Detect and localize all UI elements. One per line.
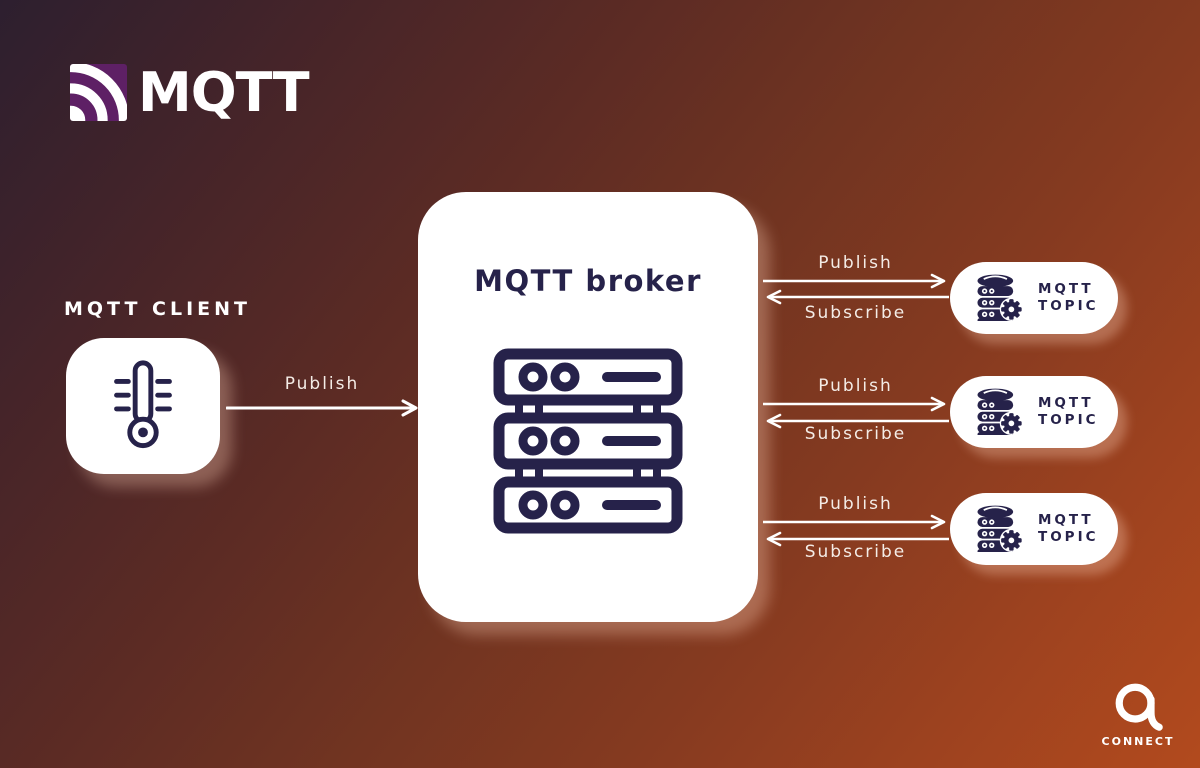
client-publish-label: Publish: [284, 374, 360, 394]
publish-label: Publish: [818, 376, 893, 396]
mqtt-client-card: [66, 338, 220, 474]
client-heading: MQTT CLIENT: [64, 298, 251, 320]
database-gear-icon: [971, 502, 1025, 556]
thermometer-icon: [103, 357, 183, 455]
mqtt-signal-icon: [70, 64, 127, 121]
connect-a-icon: [1098, 680, 1178, 732]
database-gear-icon: [971, 385, 1025, 439]
subscribe-label: Subscribe: [804, 542, 907, 562]
connect-label: CONNECT: [1101, 735, 1175, 748]
subscribe-arrow-icon: [763, 413, 949, 429]
publish-arrow-icon: [763, 396, 949, 412]
subscribe-label: Subscribe: [804, 424, 907, 444]
subscribe-arrow-icon: [763, 289, 949, 305]
subscribe-arrow-icon: [763, 531, 949, 547]
client-publish-arrow-icon: [226, 399, 422, 417]
mqtt-logo: MQTT: [70, 60, 310, 124]
server-rack-icon: [493, 348, 683, 540]
publish-label: Publish: [818, 253, 893, 273]
broker-title: MQTT broker: [474, 264, 702, 298]
connect-logo: CONNECT: [1098, 680, 1178, 748]
database-gear-icon: [971, 271, 1025, 325]
subscribe-label: Subscribe: [804, 303, 907, 323]
publish-arrow-icon: [763, 514, 949, 530]
brand-wordmark: MQTT: [138, 60, 310, 124]
publish-label: Publish: [818, 494, 893, 514]
publish-arrow-icon: [763, 273, 949, 289]
mqtt-broker-card: MQTT broker: [418, 192, 758, 622]
